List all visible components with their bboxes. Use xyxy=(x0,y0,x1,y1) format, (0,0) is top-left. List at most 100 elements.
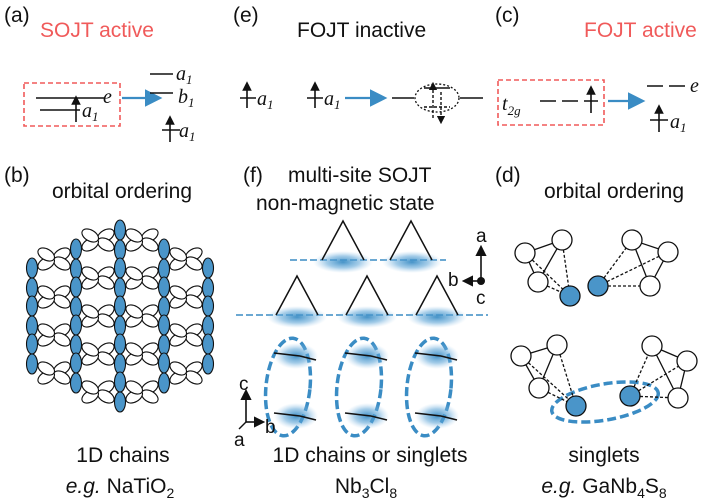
axis-label-c-bottom: c xyxy=(239,374,249,395)
trimer-edge xyxy=(440,355,458,361)
orbital-lobe-set xyxy=(169,247,203,271)
tetrahedron-cluster xyxy=(587,229,679,297)
orbital-lobe-set xyxy=(25,257,39,299)
orbital-lobe-set xyxy=(201,333,215,375)
orbital-lobe-set xyxy=(169,285,203,309)
panel-c-label-e: e xyxy=(690,75,699,97)
trimer-triangle xyxy=(275,274,319,316)
panel-f-caption-line2: Nb3Cl8 xyxy=(335,475,398,501)
orbital-lobe-set xyxy=(157,276,171,318)
axis-label-b-bottom: b xyxy=(265,417,276,438)
axis-label-c: c xyxy=(476,288,486,309)
trimer-edge xyxy=(370,355,388,361)
axes-top: a b c xyxy=(448,226,487,309)
trimer-edge xyxy=(414,412,442,417)
orbital-lobe-set xyxy=(69,238,83,280)
trimer-edge xyxy=(273,352,301,357)
trimer-edge xyxy=(299,415,317,421)
orbital-lobe-set xyxy=(113,371,127,413)
axis-label-b: b xyxy=(448,270,459,291)
axis-label-a-bottom: a xyxy=(234,430,245,451)
panel-f-title-line2: non-magnetic state xyxy=(256,192,435,215)
orbital-lobe-set xyxy=(201,257,215,299)
singlet-dashed-oval xyxy=(549,380,661,424)
orbital-lobe-set xyxy=(125,228,159,252)
orbital-lobe-set xyxy=(25,333,39,375)
charge-cloud xyxy=(313,251,373,273)
dimer-columns xyxy=(263,336,459,438)
panel-f-label: (f) xyxy=(243,164,263,187)
trimer-edge xyxy=(273,412,301,417)
tetrahedron-cluster xyxy=(510,334,587,417)
dimer-dashed-oval xyxy=(334,336,384,438)
panel-b-title: orbital ordering xyxy=(52,180,192,203)
panel-c-title: FOJT active xyxy=(584,19,697,42)
orbital-lobe-set xyxy=(125,266,159,290)
panel-c-label-t2g: t2g xyxy=(502,93,521,118)
panel-e-label: (e) xyxy=(233,4,259,27)
panel-c-label-a1: a1 xyxy=(670,111,687,135)
panel-e: (e) FOJT inactive a1 a1 xyxy=(233,4,483,125)
orbital-lobe-set xyxy=(169,323,203,347)
panel-f-caption-line1: 1D chains or singlets xyxy=(273,444,468,467)
panel-d: (d) orbital ordering xyxy=(495,164,698,501)
panel-b-caption-line1: 1D chains xyxy=(76,444,169,467)
orbital-lobe-set xyxy=(69,352,83,394)
panel-d-caption-line2: e.g. GaNb4S8 xyxy=(541,475,667,501)
orbital-lobe-set xyxy=(37,361,71,385)
trimer-triangle xyxy=(321,219,365,261)
orbital-lobe-set xyxy=(37,285,71,309)
trimer-edge xyxy=(344,352,372,357)
trimer-edge xyxy=(344,412,372,417)
panel-d-label: (d) xyxy=(495,164,521,187)
orbital-lobe-set xyxy=(113,333,127,375)
orbital-lobe-set xyxy=(157,314,171,356)
orbital-lobe-set xyxy=(37,323,71,347)
trimer-triangle xyxy=(415,274,459,316)
panel-d-caption-line1: singlets xyxy=(568,444,639,467)
trimer-edge xyxy=(299,355,317,361)
panel-c: (c) FOJT active t2g e a1 xyxy=(495,4,699,135)
panel-a-dashed-box xyxy=(23,82,121,127)
orbital-lobe-set xyxy=(113,295,127,337)
tetrahedron-cluster xyxy=(514,229,581,307)
trimer-edge xyxy=(414,352,442,357)
panel-a-label-e: e xyxy=(103,86,112,108)
charge-cloud xyxy=(337,306,397,328)
orbital-lobe-set xyxy=(69,314,83,356)
orbital-lobe-set xyxy=(125,342,159,366)
panel-a-label-a1: a1 xyxy=(82,100,99,124)
orbital-lobe-set xyxy=(81,342,115,366)
orbital-lobe-set xyxy=(81,304,115,328)
orbital-lobe-set xyxy=(125,304,159,328)
dimer-dashed-oval xyxy=(263,336,313,438)
panel-a: (a) SOJT active e a1 a1 b1 a1 xyxy=(4,4,196,144)
panel-f: (f) multi-site SOJT non-magnetic state a… xyxy=(234,164,488,501)
trimer-triangle xyxy=(389,219,433,261)
panel-a-label: (a) xyxy=(4,4,30,27)
orbital-lobe-set xyxy=(157,352,171,394)
panel-a-label-a1-top: a1 xyxy=(176,63,193,87)
orbital-lobe-set xyxy=(125,380,159,404)
panel-b-label: (b) xyxy=(4,164,30,187)
panel-e-title: FOJT inactive xyxy=(297,19,426,42)
orbital-lobe-set xyxy=(157,238,171,280)
orbital-lobe-set xyxy=(201,295,215,337)
panel-b: (b) orbital ordering 1D chains e.g. NaTi… xyxy=(4,164,215,501)
panel-c-dashed-box xyxy=(497,79,605,126)
axis-label-a: a xyxy=(476,226,487,247)
orbital-lobe-set xyxy=(81,380,115,404)
trimer-edge xyxy=(370,415,388,421)
charge-cloud xyxy=(382,251,442,273)
charge-cloud xyxy=(407,306,467,328)
orbital-lattice xyxy=(25,219,215,413)
orbital-lobe-set xyxy=(25,295,39,337)
panel-c-label: (c) xyxy=(495,4,520,27)
orbital-lobe-set xyxy=(81,266,115,290)
panel-f-title-line1: multi-site SOJT xyxy=(288,164,432,187)
panel-a-label-a1-bottom: a1 xyxy=(179,120,196,144)
orbital-lobe-set xyxy=(37,247,71,271)
panel-b-caption-line2: e.g. NaTiO2 xyxy=(66,475,175,501)
panel-a-label-b1: b1 xyxy=(178,86,195,110)
